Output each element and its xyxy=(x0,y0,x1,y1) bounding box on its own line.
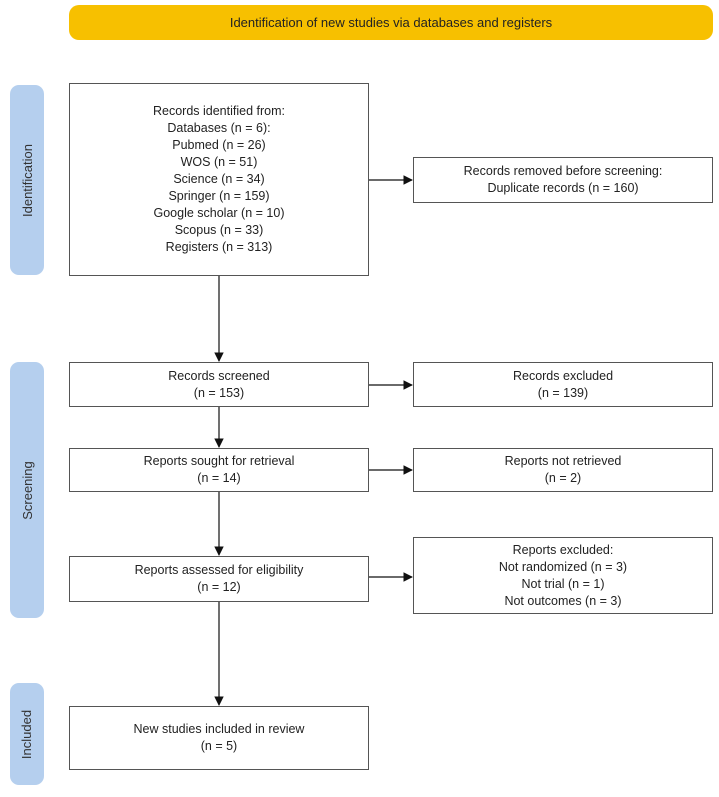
not-retrieved-line: Reports not retrieved xyxy=(504,454,622,468)
box-reports-sought: Reports sought for retrieval (n = 14) xyxy=(69,448,369,492)
header-title: Identification of new studies via databa… xyxy=(229,15,553,30)
reports-excluded-line: Not randomized (n = 3) xyxy=(498,559,628,574)
identified-line: Registers (n = 313) xyxy=(165,240,273,254)
reports-excluded-line: Not outcomes (n = 3) xyxy=(504,593,622,608)
excluded-line: Records excluded xyxy=(512,368,614,383)
box-reports-not-retrieved: Reports not retrieved (n = 2) xyxy=(413,448,713,492)
identified-line: Google scholar (n = 10) xyxy=(153,206,285,220)
box-records-identified: Records identified from: Databases (n = … xyxy=(69,83,369,276)
box-records-screened: Records screened (n = 153) xyxy=(69,362,369,407)
box-reports-assessed: Reports assessed for eligibility (n = 12… xyxy=(69,556,369,602)
excluded-line: (n = 139) xyxy=(537,385,589,400)
screened-line: Records screened xyxy=(168,368,270,383)
identified-line: WOS (n = 51) xyxy=(180,155,258,169)
phase-identification: Identification xyxy=(10,85,44,275)
removed-line: Duplicate records (n = 160) xyxy=(487,181,639,195)
box-reports-excluded: Reports excluded: Not randomized (n = 3)… xyxy=(413,537,713,614)
assessed-line: (n = 12) xyxy=(197,580,241,594)
identified-line: Scopus (n = 33) xyxy=(174,223,264,237)
sought-line: Reports sought for retrieval xyxy=(143,454,295,468)
identified-line: Springer (n = 159) xyxy=(168,189,270,203)
box-records-excluded: Records excluded (n = 139) xyxy=(413,362,713,407)
assessed-line: Reports assessed for eligibility xyxy=(134,563,304,577)
header-banner: Identification of new studies via databa… xyxy=(69,5,713,40)
screened-line: (n = 153) xyxy=(193,385,245,400)
phase-screening: Screening xyxy=(10,362,44,618)
reports-excluded-line: Not trial (n = 1) xyxy=(521,576,605,591)
phase-included: Included xyxy=(10,683,44,785)
removed-line: Records removed before screening: xyxy=(463,164,663,178)
included-line: New studies included in review xyxy=(133,722,305,736)
identified-line: Science (n = 34) xyxy=(173,172,265,186)
identified-line: Records identified from: xyxy=(152,104,285,118)
not-retrieved-line: (n = 2) xyxy=(544,471,582,485)
reports-excluded-line: Reports excluded: xyxy=(512,542,614,557)
box-studies-included: New studies included in review (n = 5) xyxy=(69,706,369,770)
sought-line: (n = 14) xyxy=(197,471,241,485)
box-records-removed: Records removed before screening: Duplic… xyxy=(413,157,713,203)
identified-line: Pubmed (n = 26) xyxy=(172,138,266,152)
identified-line: Databases (n = 6): xyxy=(167,121,271,135)
included-line: (n = 5) xyxy=(200,739,238,753)
